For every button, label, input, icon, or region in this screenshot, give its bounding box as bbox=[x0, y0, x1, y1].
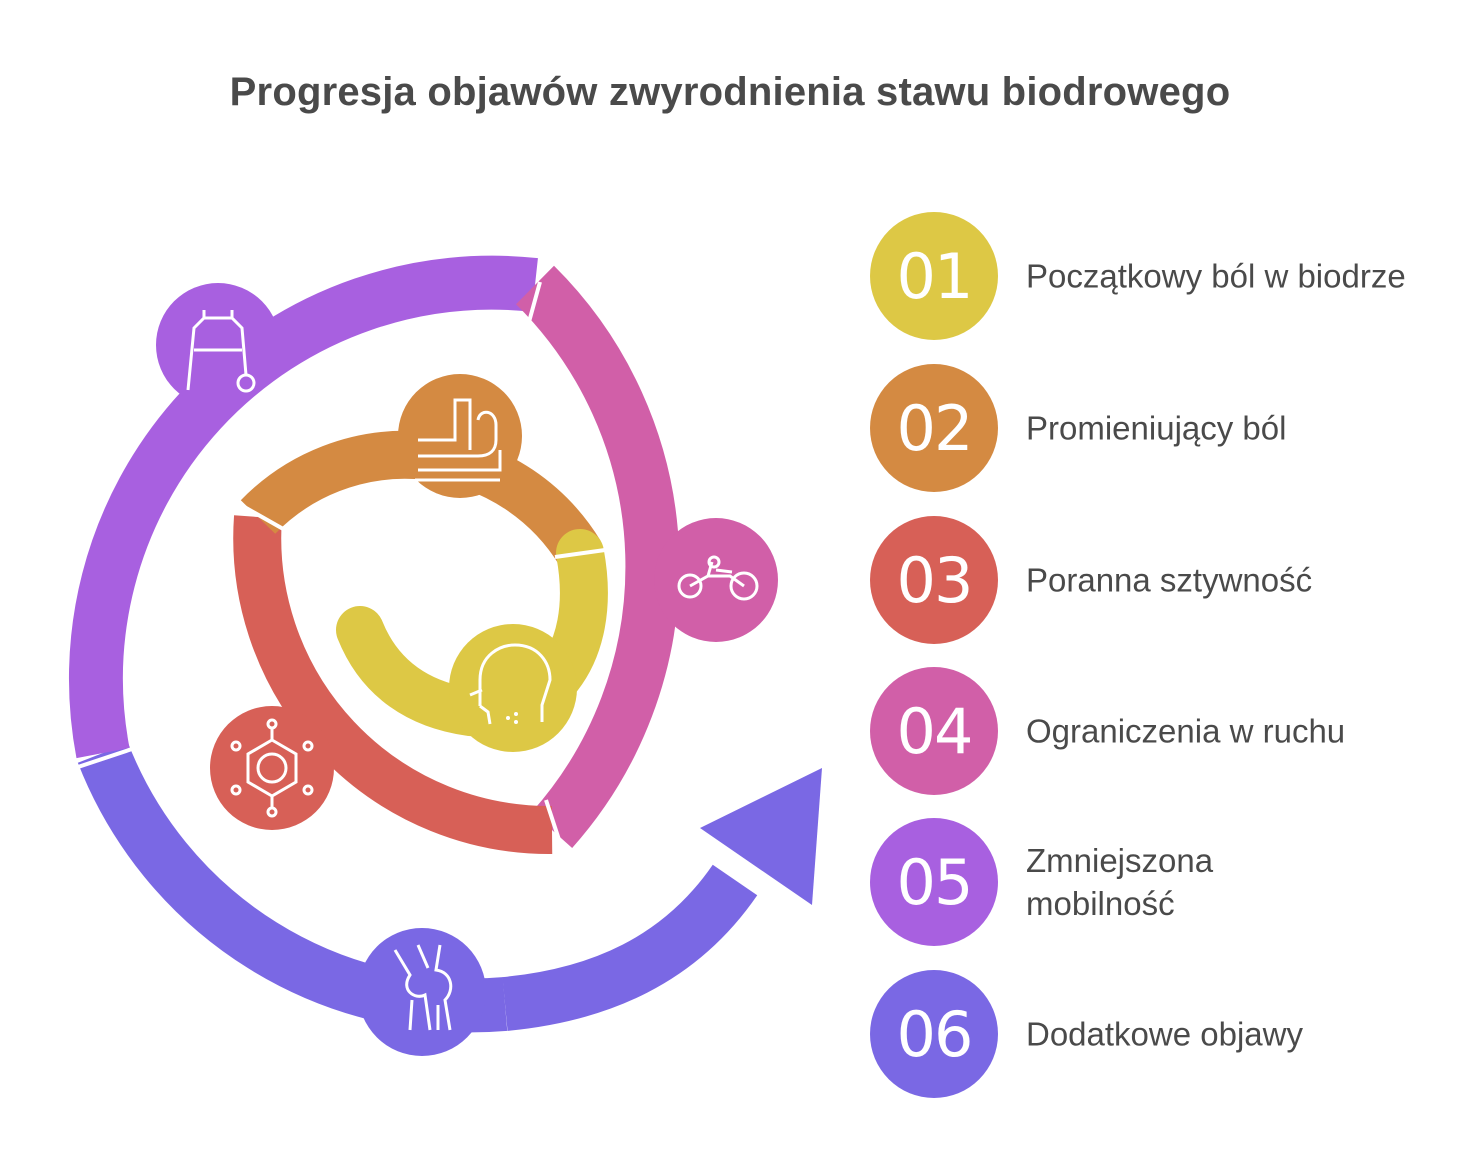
step-label: Poranna sztywność bbox=[1026, 561, 1313, 599]
bicycle-icon bbox=[654, 518, 778, 642]
step-label: Początkowy ból w biodrze bbox=[1026, 257, 1406, 295]
step-label: Dodatkowe objawy bbox=[1026, 1015, 1303, 1053]
spiral-diagram bbox=[69, 255, 822, 1056]
legend-item-05: 05 Zmniejszona mobilność bbox=[870, 818, 1430, 946]
legend-item-01: 01 Początkowy ból w biodrze bbox=[870, 212, 1430, 340]
step-label: Ograniczenia w ruchu bbox=[1026, 712, 1346, 750]
step-number-badge: 01 bbox=[870, 212, 998, 340]
knee-joint-icon bbox=[358, 928, 486, 1056]
leg-joint-pain-icon bbox=[398, 374, 522, 498]
arrow-head bbox=[700, 768, 822, 905]
legend-item-04: 04 Ograniczenia w ruchu bbox=[870, 667, 1430, 795]
legend-item-02: 02 Promieniujący ból bbox=[870, 364, 1430, 492]
step-label: Promieniujący ból bbox=[1026, 409, 1287, 447]
step-number-badge: 02 bbox=[870, 364, 998, 492]
step-number-badge: 04 bbox=[870, 667, 998, 795]
page-title: Progresja objawów zwyrodnienia stawu bio… bbox=[229, 70, 1231, 114]
walker-icon bbox=[156, 283, 280, 407]
person-head-pain-icon bbox=[449, 624, 577, 752]
legend-item-03: 03 Poranna sztywność bbox=[870, 516, 1430, 644]
stiffness-hexagon-icon bbox=[210, 706, 334, 830]
step-number-badge: 03 bbox=[870, 516, 998, 644]
segment-03 bbox=[233, 515, 553, 855]
step-number-badge: 06 bbox=[870, 970, 998, 1098]
step-label: Zmniejszona mobilność bbox=[1026, 842, 1214, 922]
segment-04 bbox=[515, 265, 680, 848]
legend-item-06: 06 Dodatkowe objawy bbox=[870, 970, 1430, 1098]
step-number-badge: 05 bbox=[870, 818, 998, 946]
segment-05 bbox=[69, 255, 538, 759]
